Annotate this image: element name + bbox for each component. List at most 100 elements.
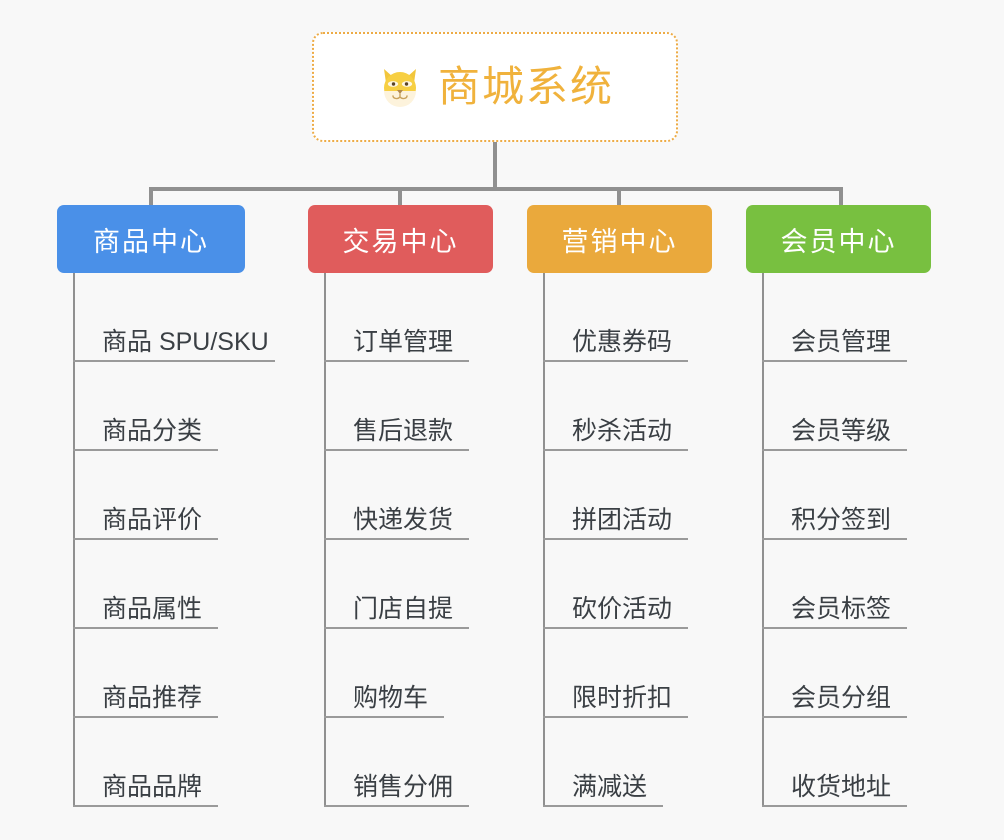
leaf-item[interactable]: 门店自提: [324, 540, 493, 629]
leaf-item[interactable]: 商品 SPU/SKU: [73, 273, 275, 362]
leaf-item-label: 满减送: [572, 772, 648, 801]
leaf-item[interactable]: 优惠券码: [543, 273, 712, 362]
leaf-item-label: 快递发货: [353, 505, 454, 534]
branch-header[interactable]: 会员中心: [746, 205, 931, 273]
leaf-item-label: 商品 SPU/SKU: [102, 327, 269, 356]
leaf-item-label: 商品分类: [102, 416, 203, 445]
leaf-item[interactable]: 满减送: [543, 718, 712, 807]
leaf-underline: [73, 360, 275, 362]
root-title: 商城系统: [437, 63, 614, 110]
leaf-item[interactable]: 限时折扣: [543, 629, 712, 718]
leaf-underline: [73, 627, 218, 629]
branch-header-label: 商品中心: [93, 226, 209, 257]
leaf-item[interactable]: 商品推荐: [73, 629, 269, 718]
leaf-underline: [543, 538, 688, 540]
leaf-underline: [762, 449, 907, 451]
leaf-underline: [762, 627, 907, 629]
leaf-underline: [73, 538, 218, 540]
leaf-underline: [543, 360, 688, 362]
leaf-item[interactable]: 商品评价: [73, 451, 269, 540]
branch-spine-connector: [762, 273, 764, 807]
branch-spine-connector: [543, 273, 545, 807]
leaf-item-label: 销售分佣: [353, 772, 454, 801]
leaf-item-label: 售后退款: [353, 416, 454, 445]
leaf-underline: [762, 805, 907, 807]
leaf-underline: [73, 449, 218, 451]
leaf-item[interactable]: 秒杀活动: [543, 362, 712, 451]
branch-column: 会员中心会员管理会员等级积分签到会员标签会员分组收货地址: [746, 205, 931, 807]
dog-face-icon: [376, 63, 424, 111]
branch-column: 交易中心订单管理售后退款快递发货门店自提购物车销售分佣: [308, 205, 493, 807]
branch-drop-connector-1: [149, 187, 153, 207]
leaf-item[interactable]: 销售分佣: [324, 718, 493, 807]
leaf-item-label: 商品推荐: [102, 683, 203, 712]
leaf-underline: [324, 449, 469, 451]
leaf-item-label: 限时折扣: [572, 683, 673, 712]
leaf-item[interactable]: 商品品牌: [73, 718, 269, 807]
branch-spine-connector: [73, 273, 75, 807]
branch-column: 商品中心商品 SPU/SKU 商品分类商品评价商品属性商品推荐商品品牌: [57, 205, 275, 807]
leaf-item-label: 会员管理: [791, 327, 892, 356]
branch-leaf-list: 订单管理售后退款快递发货门店自提购物车销售分佣: [324, 273, 493, 807]
leaf-item-label: 门店自提: [353, 594, 454, 623]
leaf-item[interactable]: 订单管理: [324, 273, 493, 362]
leaf-item[interactable]: 购物车: [324, 629, 493, 718]
leaf-underline: [73, 716, 218, 718]
leaf-underline: [543, 716, 688, 718]
branch-header[interactable]: 商品中心: [57, 205, 245, 273]
branch-leaf-list: 优惠券码秒杀活动拼团活动砍价活动限时折扣满减送: [543, 273, 712, 807]
leaf-underline: [324, 360, 469, 362]
leaf-item-label: 商品品牌: [102, 772, 203, 801]
leaf-underline: [73, 805, 218, 807]
leaf-underline: [543, 805, 663, 807]
leaf-item[interactable]: 积分签到: [762, 451, 931, 540]
leaf-underline: [324, 538, 469, 540]
leaf-item-label: 订单管理: [353, 327, 454, 356]
branch-leaf-list: 商品 SPU/SKU 商品分类商品评价商品属性商品推荐商品品牌: [73, 273, 275, 807]
leaf-item[interactable]: 商品属性: [73, 540, 269, 629]
horizontal-bus-connector: [149, 187, 843, 191]
leaf-item[interactable]: 会员管理: [762, 273, 931, 362]
branch-drop-connector-2: [398, 187, 402, 207]
root-node[interactable]: 商城系统: [312, 32, 678, 142]
leaf-underline: [543, 627, 688, 629]
leaf-item[interactable]: 砍价活动: [543, 540, 712, 629]
leaf-underline: [324, 805, 469, 807]
leaf-underline: [324, 627, 469, 629]
branch-header-label: 交易中心: [342, 226, 459, 257]
leaf-underline: [762, 716, 907, 718]
leaf-item-label: 会员等级: [791, 416, 892, 445]
branch-header[interactable]: 营销中心: [527, 205, 712, 273]
branch-header-label: 营销中心: [561, 226, 678, 257]
leaf-item-label: 商品评价: [102, 505, 203, 534]
branch-header[interactable]: 交易中心: [308, 205, 493, 273]
leaf-item[interactable]: 会员等级: [762, 362, 931, 451]
leaf-item-label: 商品属性: [102, 594, 203, 623]
leaf-item[interactable]: 会员标签: [762, 540, 931, 629]
leaf-underline: [762, 538, 907, 540]
leaf-underline: [543, 449, 688, 451]
leaf-item-label: 购物车: [353, 683, 429, 712]
branch-spine-connector: [324, 273, 326, 807]
leaf-item-label: 秒杀活动: [572, 416, 673, 445]
leaf-item[interactable]: 收货地址: [762, 718, 931, 807]
branch-column: 营销中心优惠券码秒杀活动拼团活动砍价活动限时折扣满减送: [527, 205, 712, 807]
leaf-item-label: 优惠券码: [572, 327, 673, 356]
branch-leaf-list: 会员管理会员等级积分签到会员标签会员分组收货地址: [762, 273, 931, 807]
root-stem-connector: [493, 142, 497, 190]
leaf-item[interactable]: 快递发货: [324, 451, 493, 540]
branch-drop-connector-4: [839, 187, 843, 207]
leaf-item-label: 砍价活动: [572, 594, 673, 623]
leaf-item[interactable]: 商品分类: [73, 362, 269, 451]
leaf-item[interactable]: 售后退款: [324, 362, 493, 451]
leaf-item-label: 积分签到: [791, 505, 892, 534]
branch-drop-connector-3: [617, 187, 621, 207]
leaf-item-label: 会员分组: [791, 683, 892, 712]
leaf-item-label: 收货地址: [791, 772, 892, 801]
leaf-underline: [762, 360, 907, 362]
leaf-item[interactable]: 拼团活动: [543, 451, 712, 540]
leaf-underline: [324, 716, 444, 718]
leaf-item-label: 会员标签: [791, 594, 892, 623]
leaf-item[interactable]: 会员分组: [762, 629, 931, 718]
